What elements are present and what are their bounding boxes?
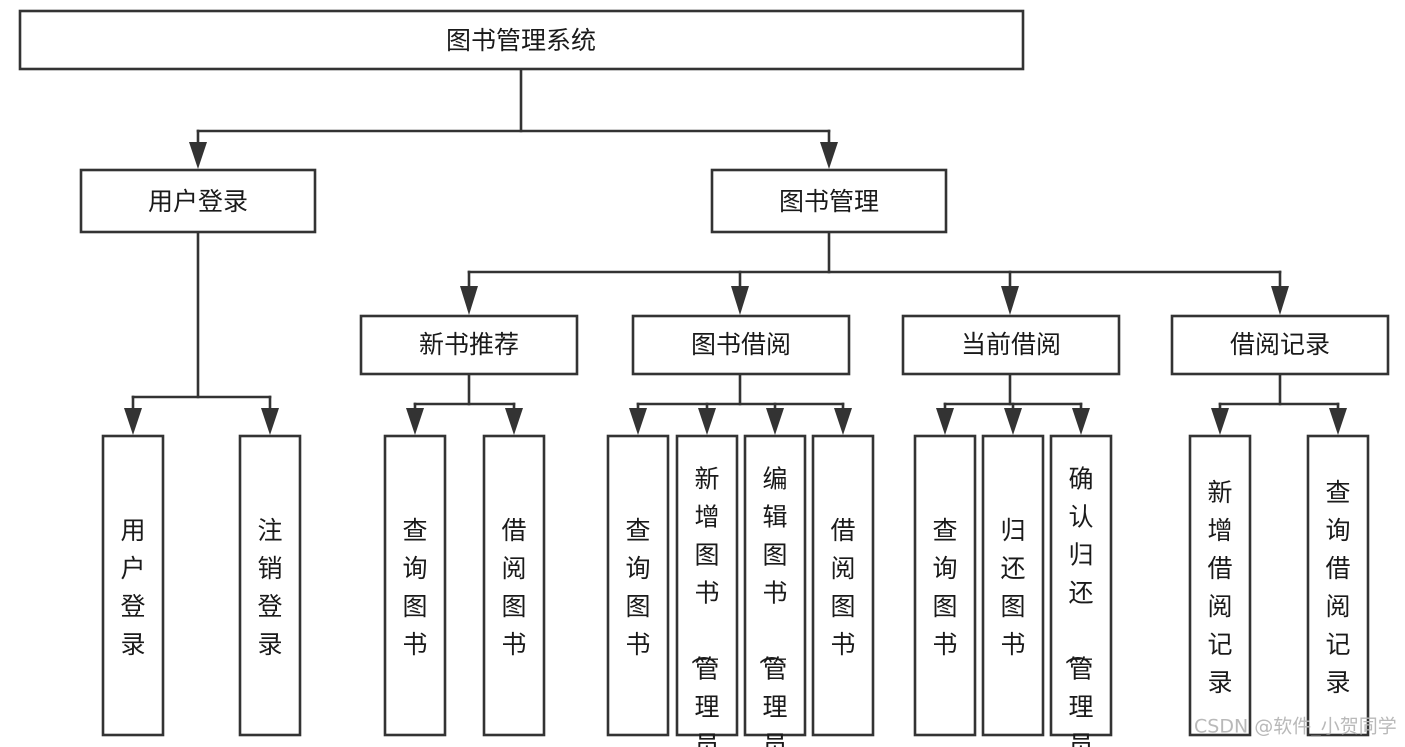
arrow-to-leaf-add-borrow-record xyxy=(1211,408,1229,435)
node-leaf-edit-book-box xyxy=(743,434,807,737)
arrow-to-leaf-add-book xyxy=(698,408,716,435)
node-leaf-confirm-return-box xyxy=(1049,434,1113,737)
node-leaf-query-borrow-record-box xyxy=(1306,434,1370,737)
node-current-borrow-label: 当前借阅 xyxy=(961,330,1061,359)
arrow-to-leaf-query-book-2 xyxy=(629,408,647,435)
node-book-manage-label: 图书管理 xyxy=(779,187,879,216)
node-leaf-return-book[interactable]: 归还图书 xyxy=(981,434,1045,737)
node-leaf-query-book-3-box xyxy=(913,434,977,737)
node-leaf-edit-book-label: 编辑图书（管理员） xyxy=(756,465,787,747)
node-root[interactable]: 图书管理系统 xyxy=(18,9,1025,71)
node-leaf-query-book-2[interactable]: 查询图书 xyxy=(606,434,670,737)
csdn-watermark: CSDN @软件_小贺同学 xyxy=(1194,716,1397,738)
node-new-book-recommend-label: 新书推荐 xyxy=(419,330,519,359)
arrow-to-leaf-user-logout xyxy=(261,408,279,435)
connector-layer xyxy=(124,67,1347,435)
node-book-manage[interactable]: 图书管理 xyxy=(710,168,948,234)
arrow-to-leaf-confirm-return xyxy=(1072,408,1090,435)
node-borrow-record-label: 借阅记录 xyxy=(1230,330,1330,359)
node-leaf-query-borrow-record[interactable]: 查询借阅记录 xyxy=(1306,434,1370,737)
node-leaf-add-borrow-record-label: 新增借阅记录 xyxy=(1207,478,1232,697)
node-borrow-record[interactable]: 借阅记录 xyxy=(1170,314,1390,376)
leaf-layer: 用户登录 注销登录 查询图书 借阅图书 查询图书 新增图书（管理员） xyxy=(101,434,1370,747)
arrow-to-book-borrow xyxy=(731,286,749,315)
node-leaf-confirm-return-label: 确认归还（管理员） xyxy=(1062,465,1093,747)
arrow-to-leaf-user-login xyxy=(124,408,142,435)
node-leaf-query-book-3[interactable]: 查询图书 xyxy=(913,434,977,737)
node-leaf-borrow-book-2-box xyxy=(811,434,875,737)
node-leaf-add-book-label: 新增图书（管理员） xyxy=(688,465,719,747)
arrow-to-leaf-query-borrow-record xyxy=(1329,408,1347,435)
node-leaf-user-logout[interactable]: 注销登录 xyxy=(238,434,302,737)
arrow-to-leaf-return-book xyxy=(1004,408,1022,435)
node-leaf-query-borrow-record-label: 查询借阅记录 xyxy=(1325,478,1350,697)
node-user-login[interactable]: 用户登录 xyxy=(79,168,317,234)
node-leaf-user-login-box xyxy=(101,434,165,737)
arrow-to-current-borrow xyxy=(1001,286,1019,315)
arrow-to-leaf-edit-book xyxy=(766,408,784,435)
node-leaf-user-logout-box xyxy=(238,434,302,737)
node-user-login-label: 用户登录 xyxy=(148,187,248,216)
node-borrow-record-box xyxy=(1170,314,1390,376)
arrow-to-borrow-record xyxy=(1271,286,1289,315)
node-leaf-return-book-label: 归还图书 xyxy=(1000,516,1025,659)
arrow-root-to-user-login xyxy=(189,142,207,169)
node-leaf-return-book-box xyxy=(981,434,1045,737)
node-leaf-borrow-book-2-label: 借阅图书 xyxy=(830,516,855,659)
node-new-book-recommend[interactable]: 新书推荐 xyxy=(359,314,579,376)
node-leaf-add-book[interactable]: 新增图书（管理员） xyxy=(675,434,739,747)
node-leaf-query-book-1-box xyxy=(383,434,447,737)
node-leaf-user-login-label: 用户登录 xyxy=(120,516,145,659)
node-leaf-query-book-2-box xyxy=(606,434,670,737)
arrow-to-leaf-query-book-3 xyxy=(936,408,954,435)
arrow-root-to-book-manage xyxy=(820,142,838,169)
node-book-manage-box xyxy=(710,168,948,234)
arrow-to-leaf-query-book-1 xyxy=(406,408,424,435)
node-book-borrow[interactable]: 图书借阅 xyxy=(631,314,851,376)
node-leaf-query-book-1-label: 查询图书 xyxy=(402,516,427,659)
node-new-book-recommend-box xyxy=(359,314,579,376)
node-root-label: 图书管理系统 xyxy=(446,26,596,55)
node-leaf-query-book-1[interactable]: 查询图书 xyxy=(383,434,447,737)
node-leaf-query-book-2-label: 查询图书 xyxy=(625,516,650,659)
node-current-borrow[interactable]: 当前借阅 xyxy=(901,314,1121,376)
node-leaf-borrow-book-1-label: 借阅图书 xyxy=(501,516,526,659)
arrow-to-leaf-borrow-book-1 xyxy=(505,408,523,435)
node-leaf-add-book-box xyxy=(675,434,739,737)
node-leaf-user-logout-label: 注销登录 xyxy=(257,516,282,659)
node-leaf-add-borrow-record[interactable]: 新增借阅记录 xyxy=(1188,434,1252,737)
node-leaf-confirm-return[interactable]: 确认归还（管理员） xyxy=(1049,434,1113,747)
node-book-borrow-label: 图书借阅 xyxy=(691,330,791,359)
node-leaf-borrow-book-1-box xyxy=(482,434,546,737)
node-user-login-box xyxy=(79,168,317,234)
node-root-box xyxy=(18,9,1025,71)
node-leaf-borrow-book-2[interactable]: 借阅图书 xyxy=(811,434,875,737)
arrow-to-leaf-borrow-book-2 xyxy=(834,408,852,435)
node-leaf-add-borrow-record-box xyxy=(1188,434,1252,737)
node-current-borrow-box xyxy=(901,314,1121,376)
arrow-to-new-book-recommend xyxy=(460,286,478,315)
node-leaf-edit-book[interactable]: 编辑图书（管理员） xyxy=(743,434,807,747)
node-leaf-borrow-book-1[interactable]: 借阅图书 xyxy=(482,434,546,737)
node-book-borrow-box xyxy=(631,314,851,376)
node-leaf-query-book-3-label: 查询图书 xyxy=(932,516,957,659)
node-leaf-user-login[interactable]: 用户登录 xyxy=(101,434,165,737)
